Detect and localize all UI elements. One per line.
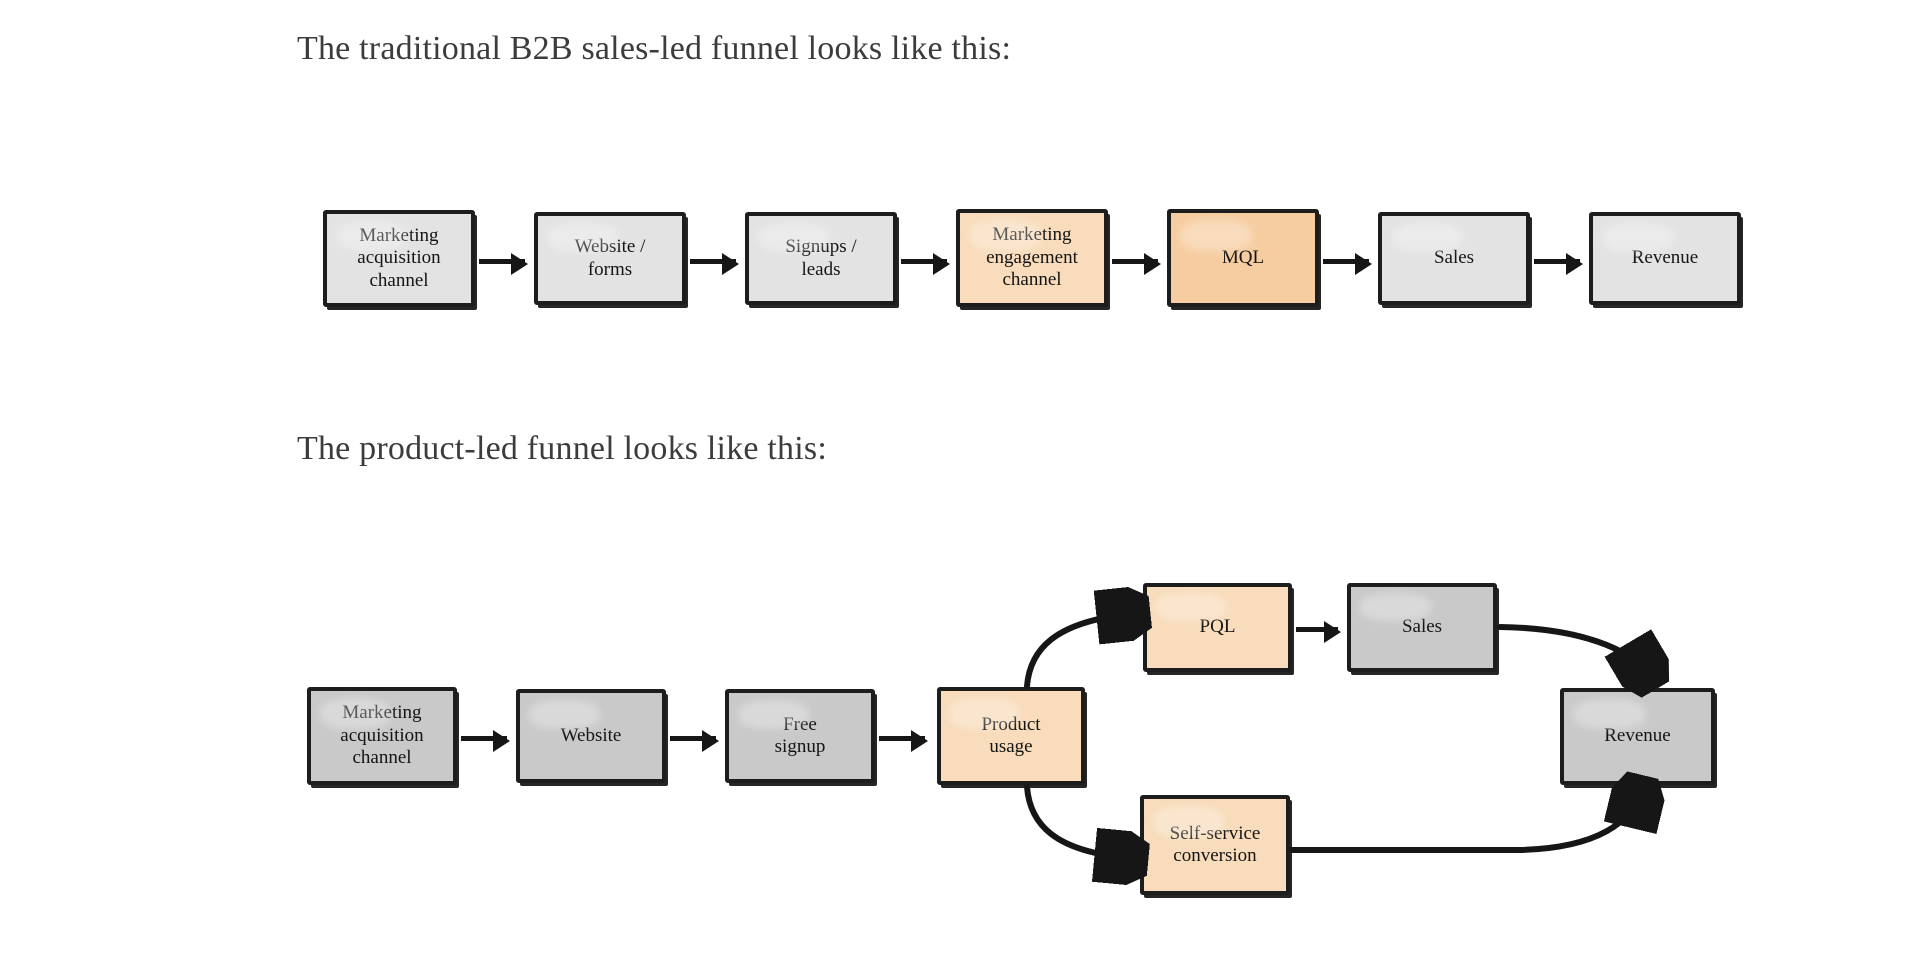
node-pql-product-led[interactable]: PQL xyxy=(1143,583,1292,672)
node-website-product-led[interactable]: Website xyxy=(516,689,666,783)
node-label: Sales xyxy=(1433,247,1475,269)
node-label: MQL xyxy=(1221,246,1265,268)
arrow-p3-p4 xyxy=(879,730,928,752)
node-signups-leads-traditional[interactable]: Signups /leads xyxy=(745,212,897,305)
arrow-p2-p3 xyxy=(670,730,719,752)
arrow-t3-t4 xyxy=(901,253,950,275)
edge-sales-to-revenue xyxy=(1497,624,1645,672)
node-website-forms-traditional[interactable]: Website /forms xyxy=(534,212,686,305)
node-label: Sales xyxy=(1401,616,1443,638)
node-revenue-traditional[interactable]: Revenue xyxy=(1589,212,1741,305)
arrow-t4-t5 xyxy=(1112,253,1161,275)
arrow-p5-p6 xyxy=(1296,621,1341,643)
node-label: Signups /leads xyxy=(785,236,857,280)
heading-product-led-funnel: The product-led funnel looks like this: xyxy=(297,430,827,467)
arrow-t5-t6 xyxy=(1323,253,1372,275)
node-label: PQL xyxy=(1199,616,1236,638)
node-label: Website xyxy=(560,724,622,746)
arrow-t6-t7 xyxy=(1534,253,1583,275)
edge-product-usage-to-pql xyxy=(1024,614,1130,689)
node-revenue-product-led[interactable]: Revenue xyxy=(1560,688,1715,785)
arrow-t2-t3 xyxy=(690,253,739,275)
edge-self-service-to-revenue xyxy=(1289,795,1638,853)
node-sales-traditional[interactable]: Sales xyxy=(1378,212,1530,305)
arrow-t1-t2 xyxy=(479,253,528,275)
node-sales-product-led[interactable]: Sales xyxy=(1347,583,1497,672)
node-label: Revenue xyxy=(1604,725,1671,747)
node-label: Website /forms xyxy=(574,236,646,280)
heading-traditional-funnel: The traditional B2B sales-led funnel loo… xyxy=(297,30,1012,67)
arrow-p1-p2 xyxy=(461,730,510,752)
edge-product-usage-to-self-service xyxy=(1024,784,1128,858)
node-label: Revenue xyxy=(1631,247,1699,269)
node-mql-traditional[interactable]: MQL xyxy=(1167,209,1319,307)
